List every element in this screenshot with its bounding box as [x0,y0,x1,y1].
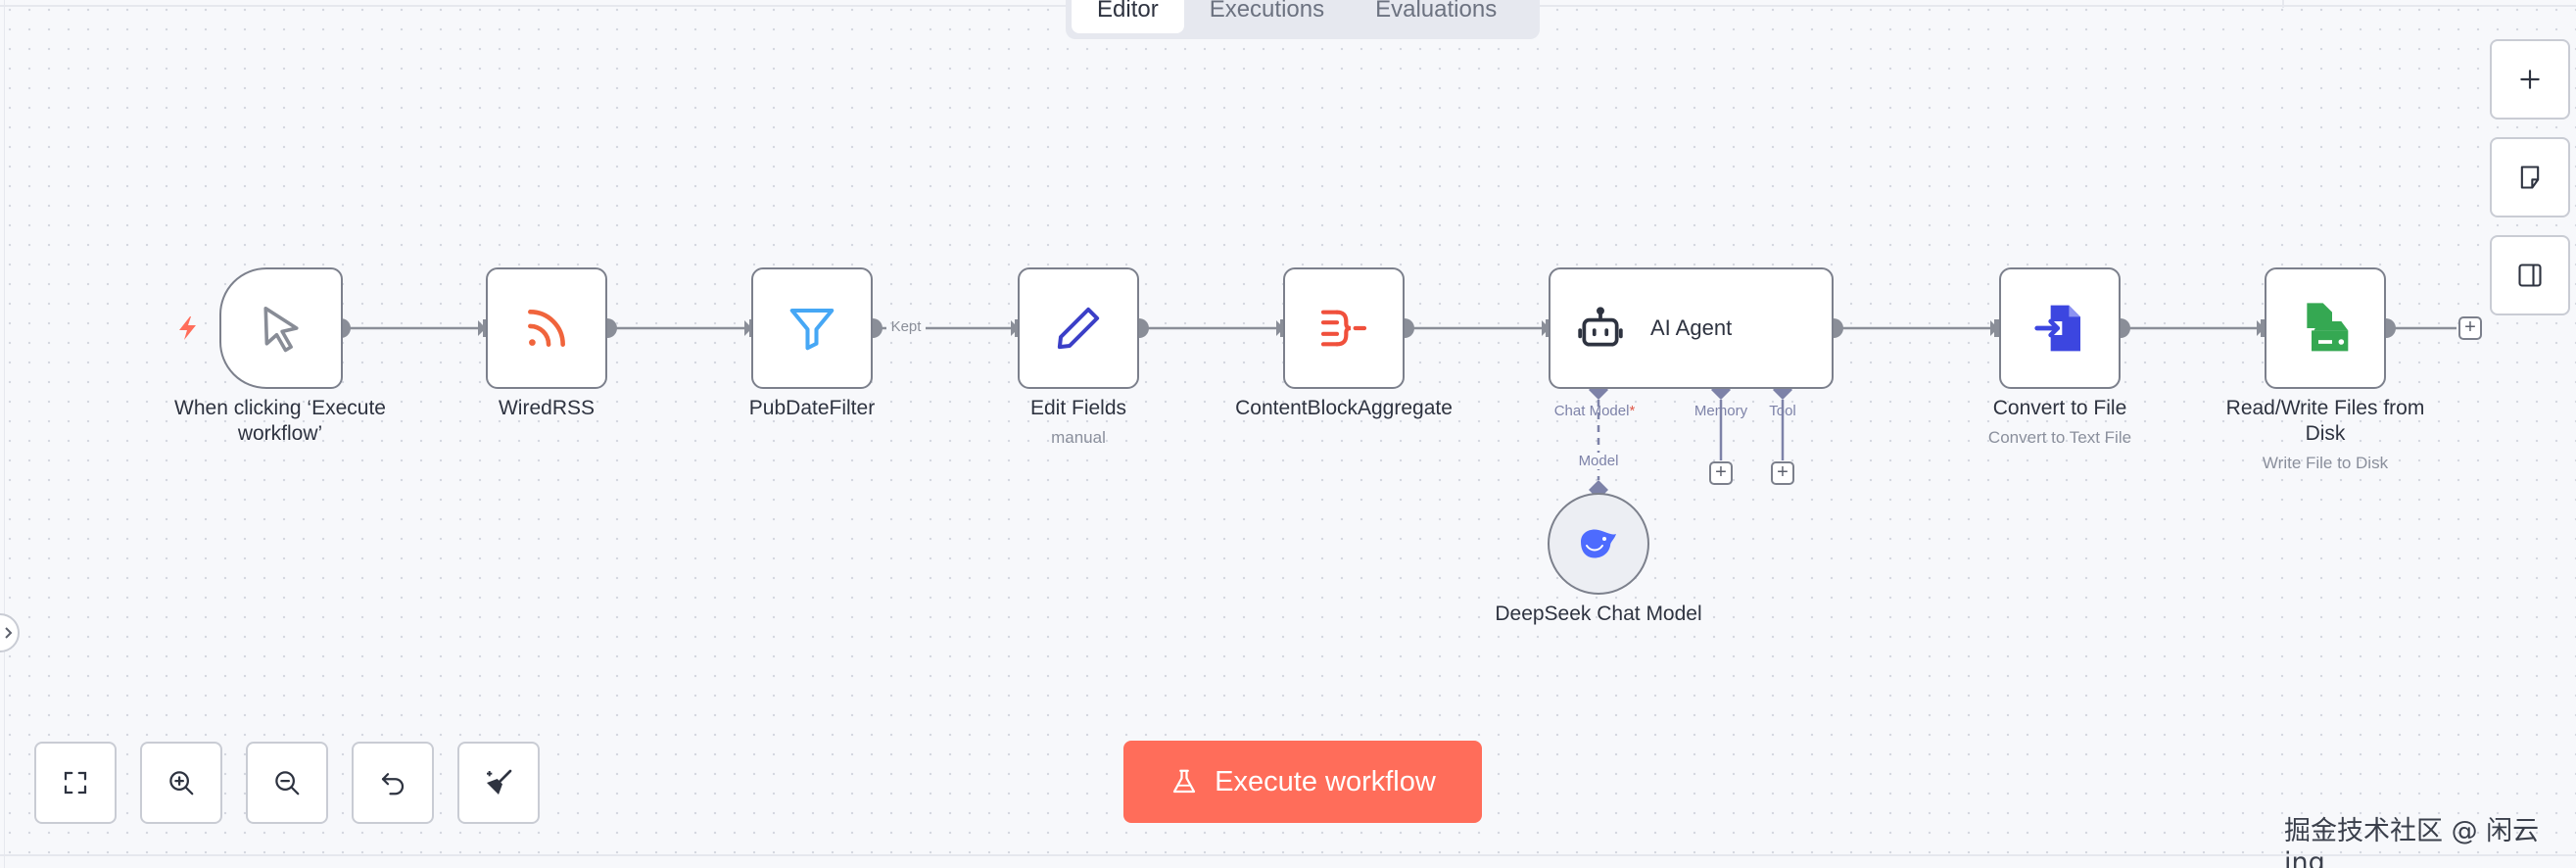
rss-icon [528,310,565,347]
input-port-convert [1994,319,1999,337]
tab-editor[interactable]: Editor [1072,0,1184,33]
add-memory-button[interactable]: + [1709,461,1733,485]
tab-evaluations[interactable]: Evaluations [1375,0,1498,23]
left-divider [4,0,5,868]
filter-icon [789,308,835,351]
file-convert-icon [2034,305,2080,352]
node-label-aggregate: ContentBlockAggregate [1235,397,1453,419]
bottom-divider [0,854,2576,856]
add-tool-button[interactable]: + [1771,461,1794,485]
output-label-kept: Kept [890,318,922,335]
toggle-panel-button[interactable] [2490,235,2570,315]
cursor-icon [263,306,299,353]
arrow-filter [744,320,752,336]
node-label-readwrite: Read/Write Files from Disk [2225,397,2425,445]
zoom-in-icon [169,771,194,796]
tidy-up-icon [487,769,512,795]
zoom-in-button[interactable] [140,742,222,824]
node-read-write-files[interactable] [2265,267,2386,389]
node-label-filter: PubDateFilter [748,397,876,419]
execute-workflow-button[interactable]: Execute workflow [1123,741,1482,823]
zoom-out-icon [275,771,300,796]
input-port-edit [1015,319,1020,337]
chevron-right-icon [5,627,13,639]
aggregate-icon [1320,310,1367,347]
port-label-model: Model [1569,453,1628,469]
deepseek-whale-icon [1581,529,1616,558]
add-node-button[interactable] [2490,39,2570,120]
input-port-readwrite [2261,319,2266,337]
fit-view-button[interactable] [34,742,117,824]
tab-executions[interactable]: Executions [1209,0,1325,23]
node-content-block-aggregate[interactable] [1283,267,1405,389]
disk-file-icon [2307,303,2349,352]
node-label-trigger: When clicking ‘Execute workflow’ [174,397,386,445]
arrow-rss [478,320,486,336]
port-label-memory: Memory [1693,403,1748,419]
watermark-text: 掘金技术社区 @ 闲云ing [2284,816,2540,868]
right-divider [2282,0,2284,8]
fit-view-icon [64,771,87,795]
node-wired-rss[interactable] [486,267,607,389]
node-subtitle-convert: Convert to Text File [1987,428,2132,447]
plus-icon [2520,70,2540,89]
node-label-deepseek: DeepSeek Chat Model [1495,603,1702,625]
undo-button[interactable] [352,742,434,824]
input-port-rss [483,319,488,337]
tidy-up-button[interactable] [457,742,540,824]
pencil-icon [1057,307,1100,350]
view-tabs: Editor Executions Evaluations [1066,0,1540,39]
node-pubdate-filter[interactable] [751,267,873,389]
node-deepseek-chat-model[interactable] [1548,493,1649,595]
input-port-aggregate [1280,319,1285,337]
node-manual-trigger[interactable] [219,267,343,389]
add-next-node-button[interactable]: + [2458,316,2482,340]
node-title-agent: AI Agent [1650,315,1733,340]
panel-icon [2518,264,2542,287]
execute-workflow-label: Execute workflow [1215,765,1436,797]
node-label-edit: Edit Fields [1029,397,1127,419]
flask-icon [1173,769,1196,794]
node-ai-agent[interactable]: AI Agent [1549,267,1834,389]
add-sticky-note-button[interactable] [2490,137,2570,217]
node-subtitle-edit: manual [1051,428,1106,447]
zoom-out-button[interactable] [246,742,328,824]
node-subtitle-readwrite: Write File to Disk [2262,454,2389,472]
undo-icon [381,773,405,796]
robot-icon [1578,307,1623,347]
node-edit-fields[interactable] [1018,267,1139,389]
input-port-agent [1546,319,1550,337]
port-label-tool: Tool [1769,403,1796,419]
sticky-note-icon [2520,166,2540,189]
lightning-icon [179,316,196,340]
port-label-chat-model: Chat Model* [1553,403,1636,419]
node-label-rss: WiredRSS [498,397,596,419]
node-convert-to-file[interactable] [1999,267,2121,389]
node-label-convert: Convert to File [1992,397,2127,419]
